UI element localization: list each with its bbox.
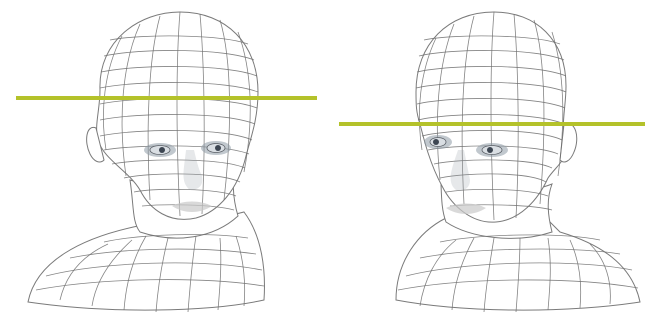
left-head bbox=[28, 12, 264, 312]
right-head bbox=[396, 12, 640, 312]
